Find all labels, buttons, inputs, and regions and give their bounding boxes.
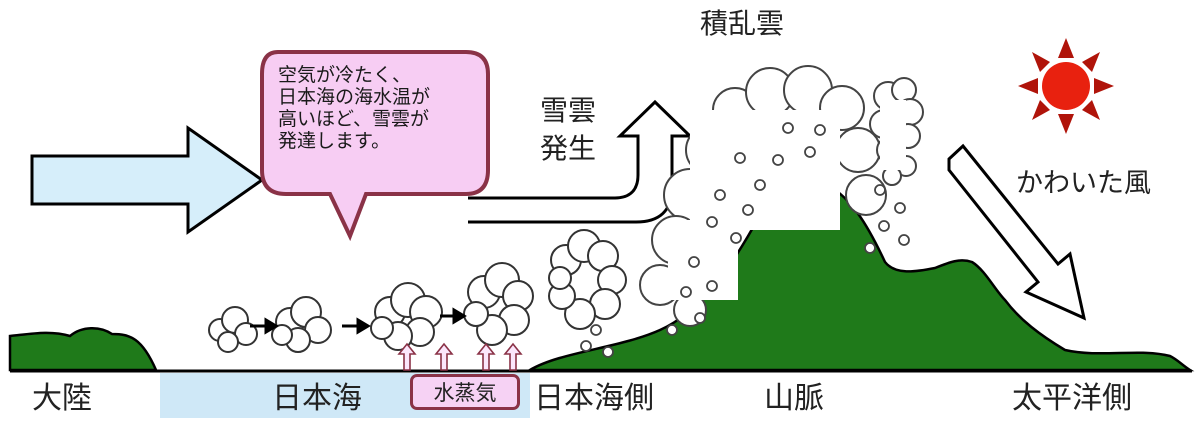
updraft-arrow-icon [468,99,694,224]
vapor-arrow-icon [503,342,523,371]
vapor-label: 水蒸気 [410,374,520,410]
continent-label: 大陸 [32,381,92,416]
cloud-small-1 [208,306,258,353]
bubble-text: 空気が冷たく、 日本海の海水温が 高いほど、雪雲が 発達します。 [278,64,478,152]
cloud-medium-1 [370,282,443,351]
pacific-side-label: 太平洋側 [1012,381,1132,416]
wind-arrow-icon [30,125,265,235]
sea-side-label: 日本海側 [534,381,654,416]
cloud-progression-arrows [250,307,467,335]
snow-cloud-line2: 発生 [540,132,597,165]
cloud-medium-2 [463,262,534,346]
progression-arrow-icon [342,317,371,335]
snow-cloud-label: 雪雲 発生 [540,92,596,168]
growing-clouds [208,229,627,353]
downslope-arrow-icon [947,143,1087,321]
bubble-line: 空気が冷たく、 [278,64,412,86]
vapor-arrow-icon [476,342,496,371]
progression-arrow-icon [250,317,279,335]
continent-land [8,327,158,372]
progression-arrow-icon [440,307,467,325]
mountains-label: 山脈 [764,381,824,416]
vapor-arrows [397,342,523,371]
bubble-line: 発達します。 [278,130,391,152]
snowflakes [580,122,910,358]
bubble-line: 日本海の海水温が [278,86,431,108]
dry-wind-label: かわいた風 [1016,168,1151,199]
cloud-small-2 [271,296,332,353]
vapor-arrow-icon [434,342,454,371]
bubble-line: 高いほど、雪雲が [278,108,430,130]
trailing-cloud [869,77,924,186]
sea-label: 日本海 [272,381,362,416]
cloud-tall [548,229,627,330]
speech-bubble [260,50,490,242]
vapor-arrow-icon [397,342,417,371]
cumulonimbus-label: 積乱雲 [700,7,785,40]
snow-cloud-line1: 雪雲 [540,94,597,127]
sun-icon [1018,38,1114,134]
